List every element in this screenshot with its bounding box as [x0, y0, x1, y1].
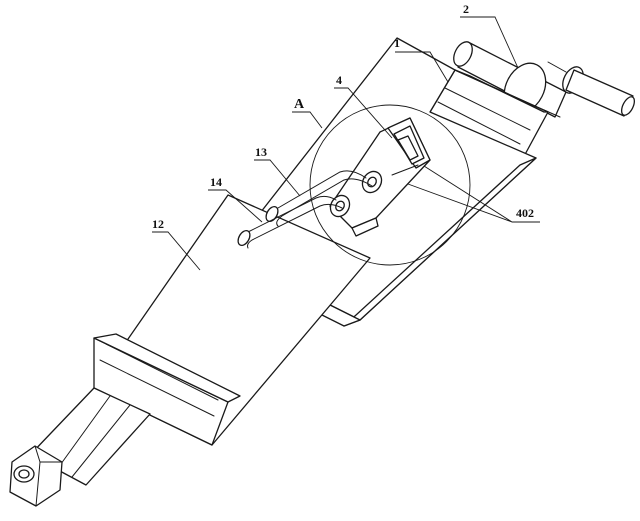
leader-14 [208, 189, 263, 223]
main-body [93, 194, 371, 446]
end-block [429, 69, 549, 161]
bottom-fitting [9, 445, 63, 507]
nut-upper [361, 170, 383, 194]
label-12: 12 [152, 217, 164, 231]
leader-12 [152, 231, 201, 271]
leader-13 [254, 159, 301, 197]
label-4: 4 [336, 73, 342, 87]
label-13: 13 [255, 145, 267, 159]
leader-4 [334, 87, 393, 139]
connector-plate [329, 117, 431, 237]
leader-2 [460, 16, 519, 69]
label-1: 1 [394, 36, 400, 50]
detail-circle-a [309, 104, 471, 266]
leader-402 [407, 165, 540, 223]
leader-1 [395, 51, 449, 83]
label-2: 2 [463, 2, 469, 16]
pipe [265, 170, 373, 227]
leader-a [292, 111, 323, 129]
nut-lower [329, 194, 351, 218]
label-14: 14 [210, 175, 222, 189]
rod [453, 41, 636, 118]
label-402: 402 [516, 206, 534, 220]
pipe-lower [237, 195, 343, 249]
label-a: A [294, 97, 305, 112]
